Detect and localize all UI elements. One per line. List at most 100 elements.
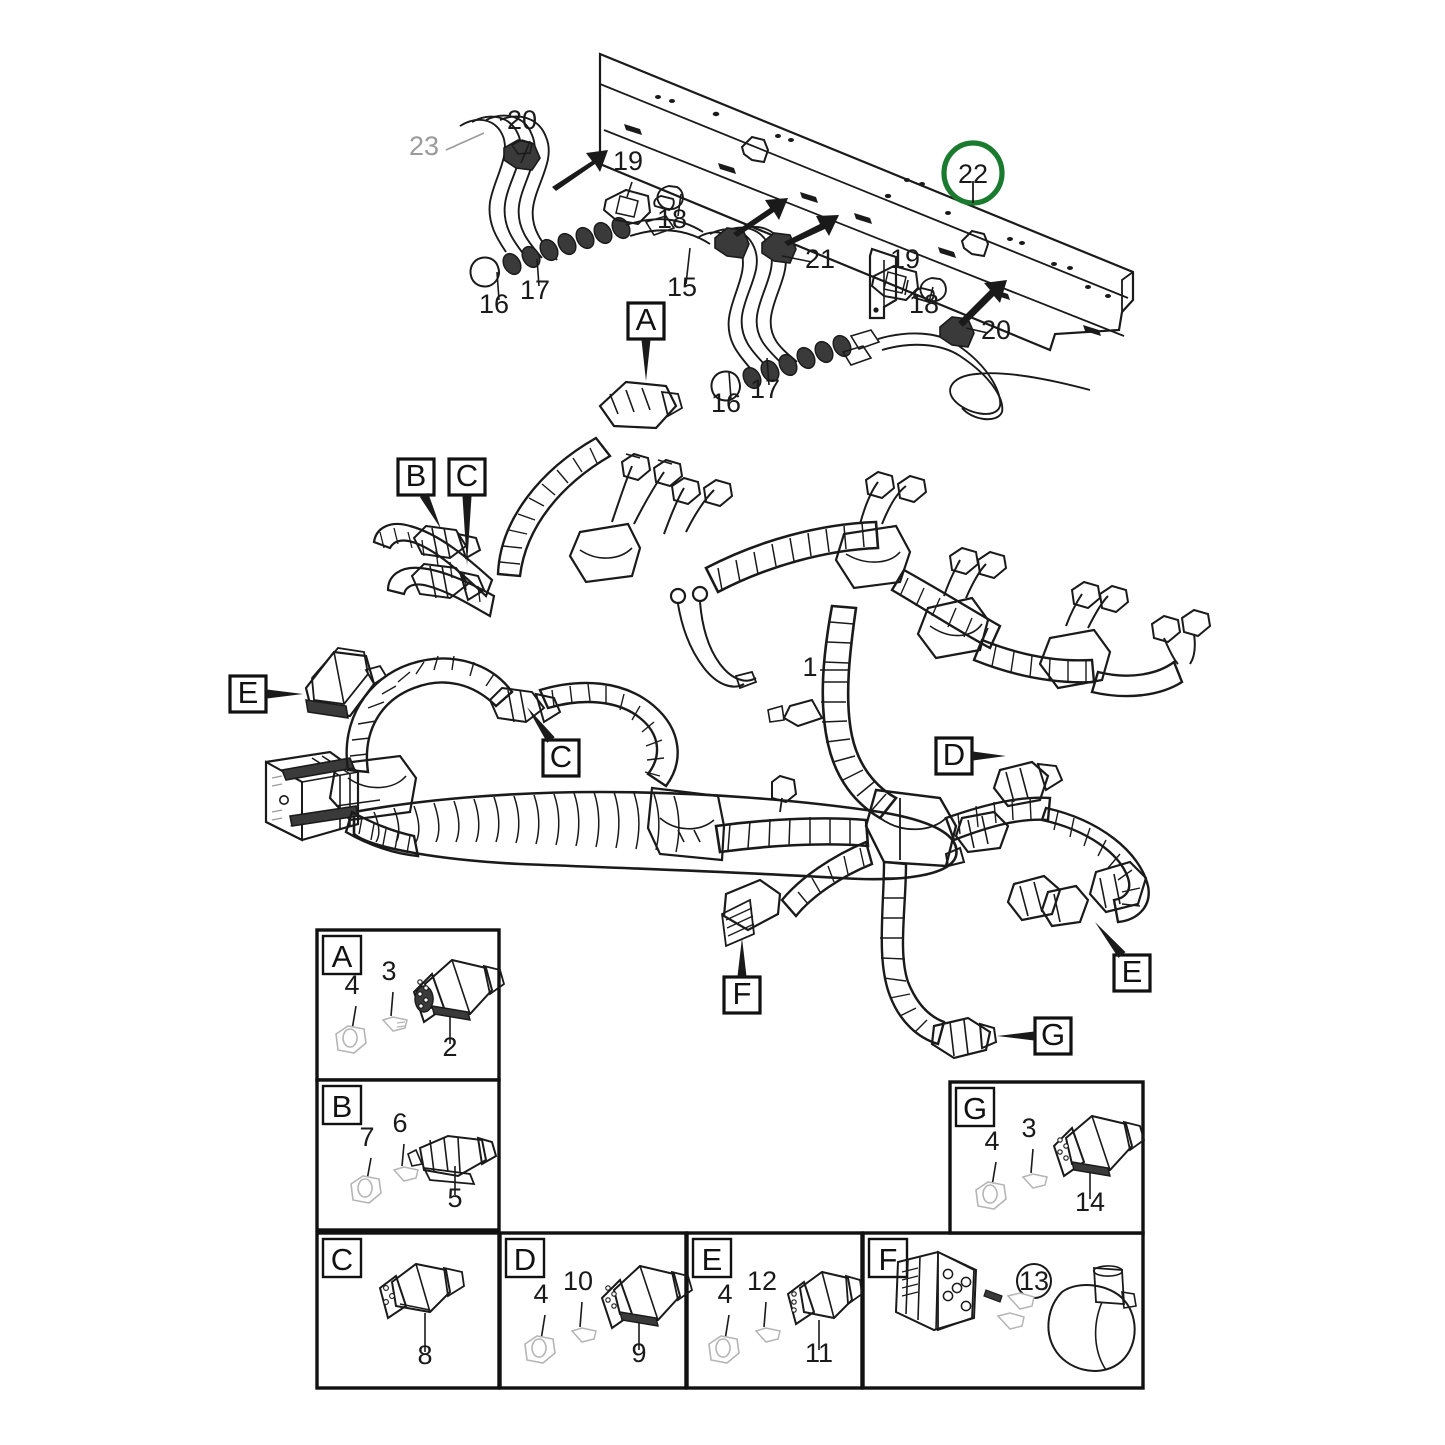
- callout-label-23: 23: [409, 131, 439, 161]
- reference-flag-letter: A: [636, 302, 657, 337]
- leader-line-19: [904, 279, 909, 296]
- reference-flag-g: G: [997, 1016, 1073, 1056]
- part-number-2: 2: [442, 1032, 457, 1062]
- leader-line-part-3: [1030, 1148, 1034, 1174]
- callout-label-1: 1: [802, 652, 817, 682]
- reference-flag-b: B: [396, 457, 441, 529]
- leader-line-17: [766, 357, 770, 386]
- callout-label-16: 16: [479, 289, 509, 319]
- part-number-13: 13: [1019, 1266, 1049, 1296]
- leader-line-17: [536, 258, 540, 287]
- panel-g-artwork: [975, 1114, 1146, 1210]
- leader-line-part-6: [401, 1143, 405, 1167]
- reference-flag-a: A: [626, 301, 666, 381]
- callout-label-15: 15: [667, 272, 697, 302]
- callout-label-19: 19: [613, 146, 643, 176]
- reference-flag-letter: G: [1041, 1017, 1065, 1052]
- callout-label-20: 20: [981, 315, 1011, 345]
- reference-flag-letter: F: [733, 976, 752, 1011]
- reference-flag-letter: C: [456, 458, 478, 493]
- panel-d-artwork: [524, 1264, 694, 1364]
- detail-panel-letter: C: [331, 1242, 353, 1277]
- connector-A-head: [598, 380, 684, 430]
- detail-panel-d: D4 10 9: [498, 1231, 688, 1390]
- reference-flag-c: C: [527, 707, 581, 778]
- callout-label-20: 20: [507, 105, 537, 135]
- reference-flag-letter: E: [1122, 954, 1143, 989]
- part-number-4: 4: [717, 1279, 732, 1309]
- callout-label-19: 19: [890, 244, 920, 274]
- connector-E-left: [304, 647, 388, 719]
- reference-flag-letter: E: [238, 675, 259, 710]
- reference-flag-e: E: [228, 674, 303, 714]
- leader-line-21: [781, 255, 813, 263]
- main-callouts-layer: 1: [802, 652, 848, 682]
- part-number-10: 10: [563, 1266, 593, 1296]
- reference-flag-letter: D: [943, 737, 965, 772]
- reference-flag-d: D: [934, 736, 1006, 776]
- leader-line-16: [728, 371, 732, 400]
- reference-flag-c: C: [447, 457, 487, 566]
- part-number-8: 8: [417, 1340, 432, 1370]
- detail-panel-letter: B: [332, 1089, 353, 1124]
- part-number-12: 12: [747, 1266, 777, 1296]
- callout-label-21: 21: [805, 244, 835, 274]
- leader-line-15: [685, 247, 691, 285]
- lower-right-hub: [721, 760, 1150, 1060]
- detail-panel-letter: G: [963, 1091, 987, 1126]
- panel-b-artwork: [350, 1134, 498, 1204]
- injector-line-cluster-left: [459, 114, 711, 288]
- main-harness-illustration: [264, 380, 1212, 1060]
- part-number-3: 3: [381, 956, 396, 986]
- leader-line-18: [928, 286, 934, 303]
- panel-e-artwork: [708, 1270, 863, 1364]
- reference-flag-e: E: [1095, 922, 1152, 993]
- highlight-annotation-22: 22: [941, 140, 1005, 206]
- leader-line-16: [496, 271, 500, 301]
- reference-flag-f: F: [722, 938, 762, 1015]
- callout-label-16: 16: [711, 388, 741, 418]
- detail-panel-f: F 13: [861, 1231, 1145, 1390]
- detail-panel-letter: A: [332, 939, 353, 974]
- leader-line-part-4: [991, 1161, 997, 1187]
- leader-line-part-4: [351, 1005, 357, 1031]
- detail-panel-c: C8: [315, 1231, 501, 1390]
- part-number-4: 4: [984, 1126, 999, 1156]
- leader-line-part-4: [724, 1314, 730, 1341]
- leader-line-part-10: [579, 1301, 583, 1328]
- leader-line-part-3: [390, 991, 394, 1017]
- part-number-7: 7: [359, 1122, 374, 1152]
- part-number-6: 6: [392, 1108, 407, 1138]
- part-number-3: 3: [1021, 1113, 1036, 1143]
- part-number-5: 5: [447, 1183, 462, 1213]
- reference-flag-letter: C: [550, 739, 572, 774]
- part-number-4: 4: [533, 1279, 548, 1309]
- detail-panel-letter: E: [702, 1242, 723, 1277]
- callout-label-17: 17: [520, 275, 550, 305]
- panel-c-artwork: [378, 1262, 465, 1320]
- callout-label-17: 17: [750, 374, 780, 404]
- reference-flag-letter: B: [406, 458, 427, 493]
- leader-line-19: [626, 181, 633, 198]
- leader-line-20: [520, 140, 531, 164]
- panel-artwork-layer: [335, 958, 1146, 1372]
- detail-panel-letter: D: [514, 1242, 536, 1277]
- part-number-9: 9: [631, 1338, 646, 1368]
- panel-a-artwork: [335, 958, 506, 1054]
- connector-C-mid: [488, 681, 679, 788]
- connector-B-C-branch: [372, 522, 496, 618]
- leader-line-part-4: [540, 1314, 546, 1341]
- detail-panel-letter: F: [879, 1242, 898, 1277]
- leader-line-23: [445, 132, 485, 151]
- ecu-connector-block: [264, 750, 360, 842]
- panel-f-artwork: [894, 1250, 1137, 1372]
- leader-line-part-12: [763, 1301, 767, 1328]
- part-number-4: 4: [344, 970, 359, 1000]
